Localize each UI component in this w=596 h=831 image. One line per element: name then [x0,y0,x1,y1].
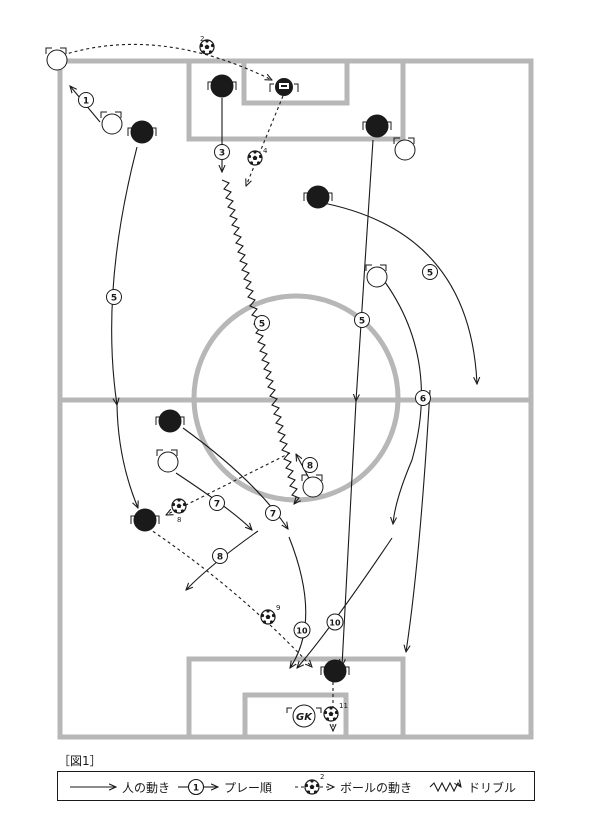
ball-number-9: 9 [276,604,280,612]
play-number-8a: 8 [217,553,223,563]
player-black-5 [155,409,185,433]
dribble-path [221,179,299,504]
pass-8 [166,452,291,515]
gk-label: GK [296,712,313,723]
legend-play-number: 1 [193,784,199,794]
legend-ball-icon [304,778,320,795]
legend-play-circle [187,778,205,796]
play-number-7a: 7 [214,500,220,510]
player-black-1 [207,74,237,98]
play-marker-8b: 8 [302,457,318,473]
pitch-diagram: GK 2 4 8 9 11 1 3 5 5 5 5 6 7 7 8 8 10 1… [45,35,534,740]
play-marker-7b: 7 [265,505,281,521]
player-white-6 [301,474,324,498]
black-players [127,74,392,683]
play-number-10b: 10 [329,619,341,628]
figure-caption: ［図1］ [58,754,102,768]
white-players [45,47,416,498]
play-number-1: 1 [83,97,89,107]
run-6-cont [406,389,431,652]
run-7b [182,427,288,529]
play-number-7b: 7 [270,510,276,520]
play-number-5d: 5 [427,269,433,279]
play-marker-8a: 8 [212,548,228,564]
play-number-8b: 8 [307,462,313,472]
ball-icon-11 [323,705,339,722]
ball-icon-9 [260,608,276,625]
player-white-2 [100,111,123,135]
player-black-6 [130,508,160,532]
bottom-goal-area [242,692,349,740]
legend-symbols: 1 2 [70,773,536,796]
player-white-1 [45,47,68,71]
goalkeeper-top [269,78,299,96]
run-5-right [317,201,477,384]
goalkeeper-bottom: GK [286,704,322,728]
play-number-10a: 10 [296,627,308,636]
run-5-mid-cont [342,400,357,666]
play-order-markers: 1 3 5 5 5 5 6 7 7 8 8 10 10 [78,92,438,639]
player-black-2 [127,120,157,144]
ball-icon-8 [171,497,187,514]
top-goal-area [241,58,350,106]
play-number-6: 6 [420,395,426,405]
play-marker-5a: 5 [106,289,122,305]
play-marker-7a: 7 [209,495,225,511]
bottom-penalty-area [186,656,406,740]
field-lines [57,58,534,740]
play-number-5c: 5 [359,317,365,327]
play-marker-6: 6 [415,390,431,406]
play-marker-10b: 10 [326,613,344,631]
play-marker-5d: 5 [422,264,438,280]
ball-number-11: 11 [339,702,348,710]
player-runs [70,86,477,668]
run-10a [288,536,307,668]
play-number-3: 3 [219,149,225,159]
legend-ball-move: ボールの動き [340,781,413,795]
player-black-7 [320,659,350,683]
player-black-4 [303,185,333,209]
ball-moves [62,43,333,731]
run-5-mid [356,139,374,401]
ball-icon-4 [247,149,263,166]
legend-person-move: 人の動き [122,781,171,795]
run-5-left [111,146,138,405]
run-5-left-cont [116,404,138,508]
legend-dribble-zigzag [429,783,461,793]
player-white-3 [393,137,416,161]
play-marker-1: 1 [78,92,94,108]
play-number-5a: 5 [111,294,117,304]
play-marker-3: 3 [214,144,230,160]
run-7a [175,472,252,530]
ball-number-2: 2 [200,35,204,43]
run-10b [297,537,393,668]
pass-4 [246,95,284,186]
legend-ball-number: 2 [320,773,324,781]
legend-box: 1 2 人の動き プレー順 ボールの動き ドリブル [57,771,535,801]
pass-9 [147,527,312,667]
play-marker-5b: 5 [254,315,270,331]
legend-dribble: ドリブル [468,781,517,795]
legend-play-order: プレー順 [224,781,273,795]
play-number-5b: 5 [259,320,265,330]
play-marker-5c: 5 [354,312,370,328]
player-white-4 [365,264,388,288]
player-white-5 [156,449,179,473]
ball-number-4: 4 [263,147,268,155]
ball-number-8: 8 [177,516,181,524]
play-marker-10a: 10 [293,621,311,639]
pass-2 [62,43,272,80]
player-black-3 [362,114,392,138]
run-6 [384,281,422,524]
ball-numbers: 2 4 8 9 11 [177,35,348,710]
